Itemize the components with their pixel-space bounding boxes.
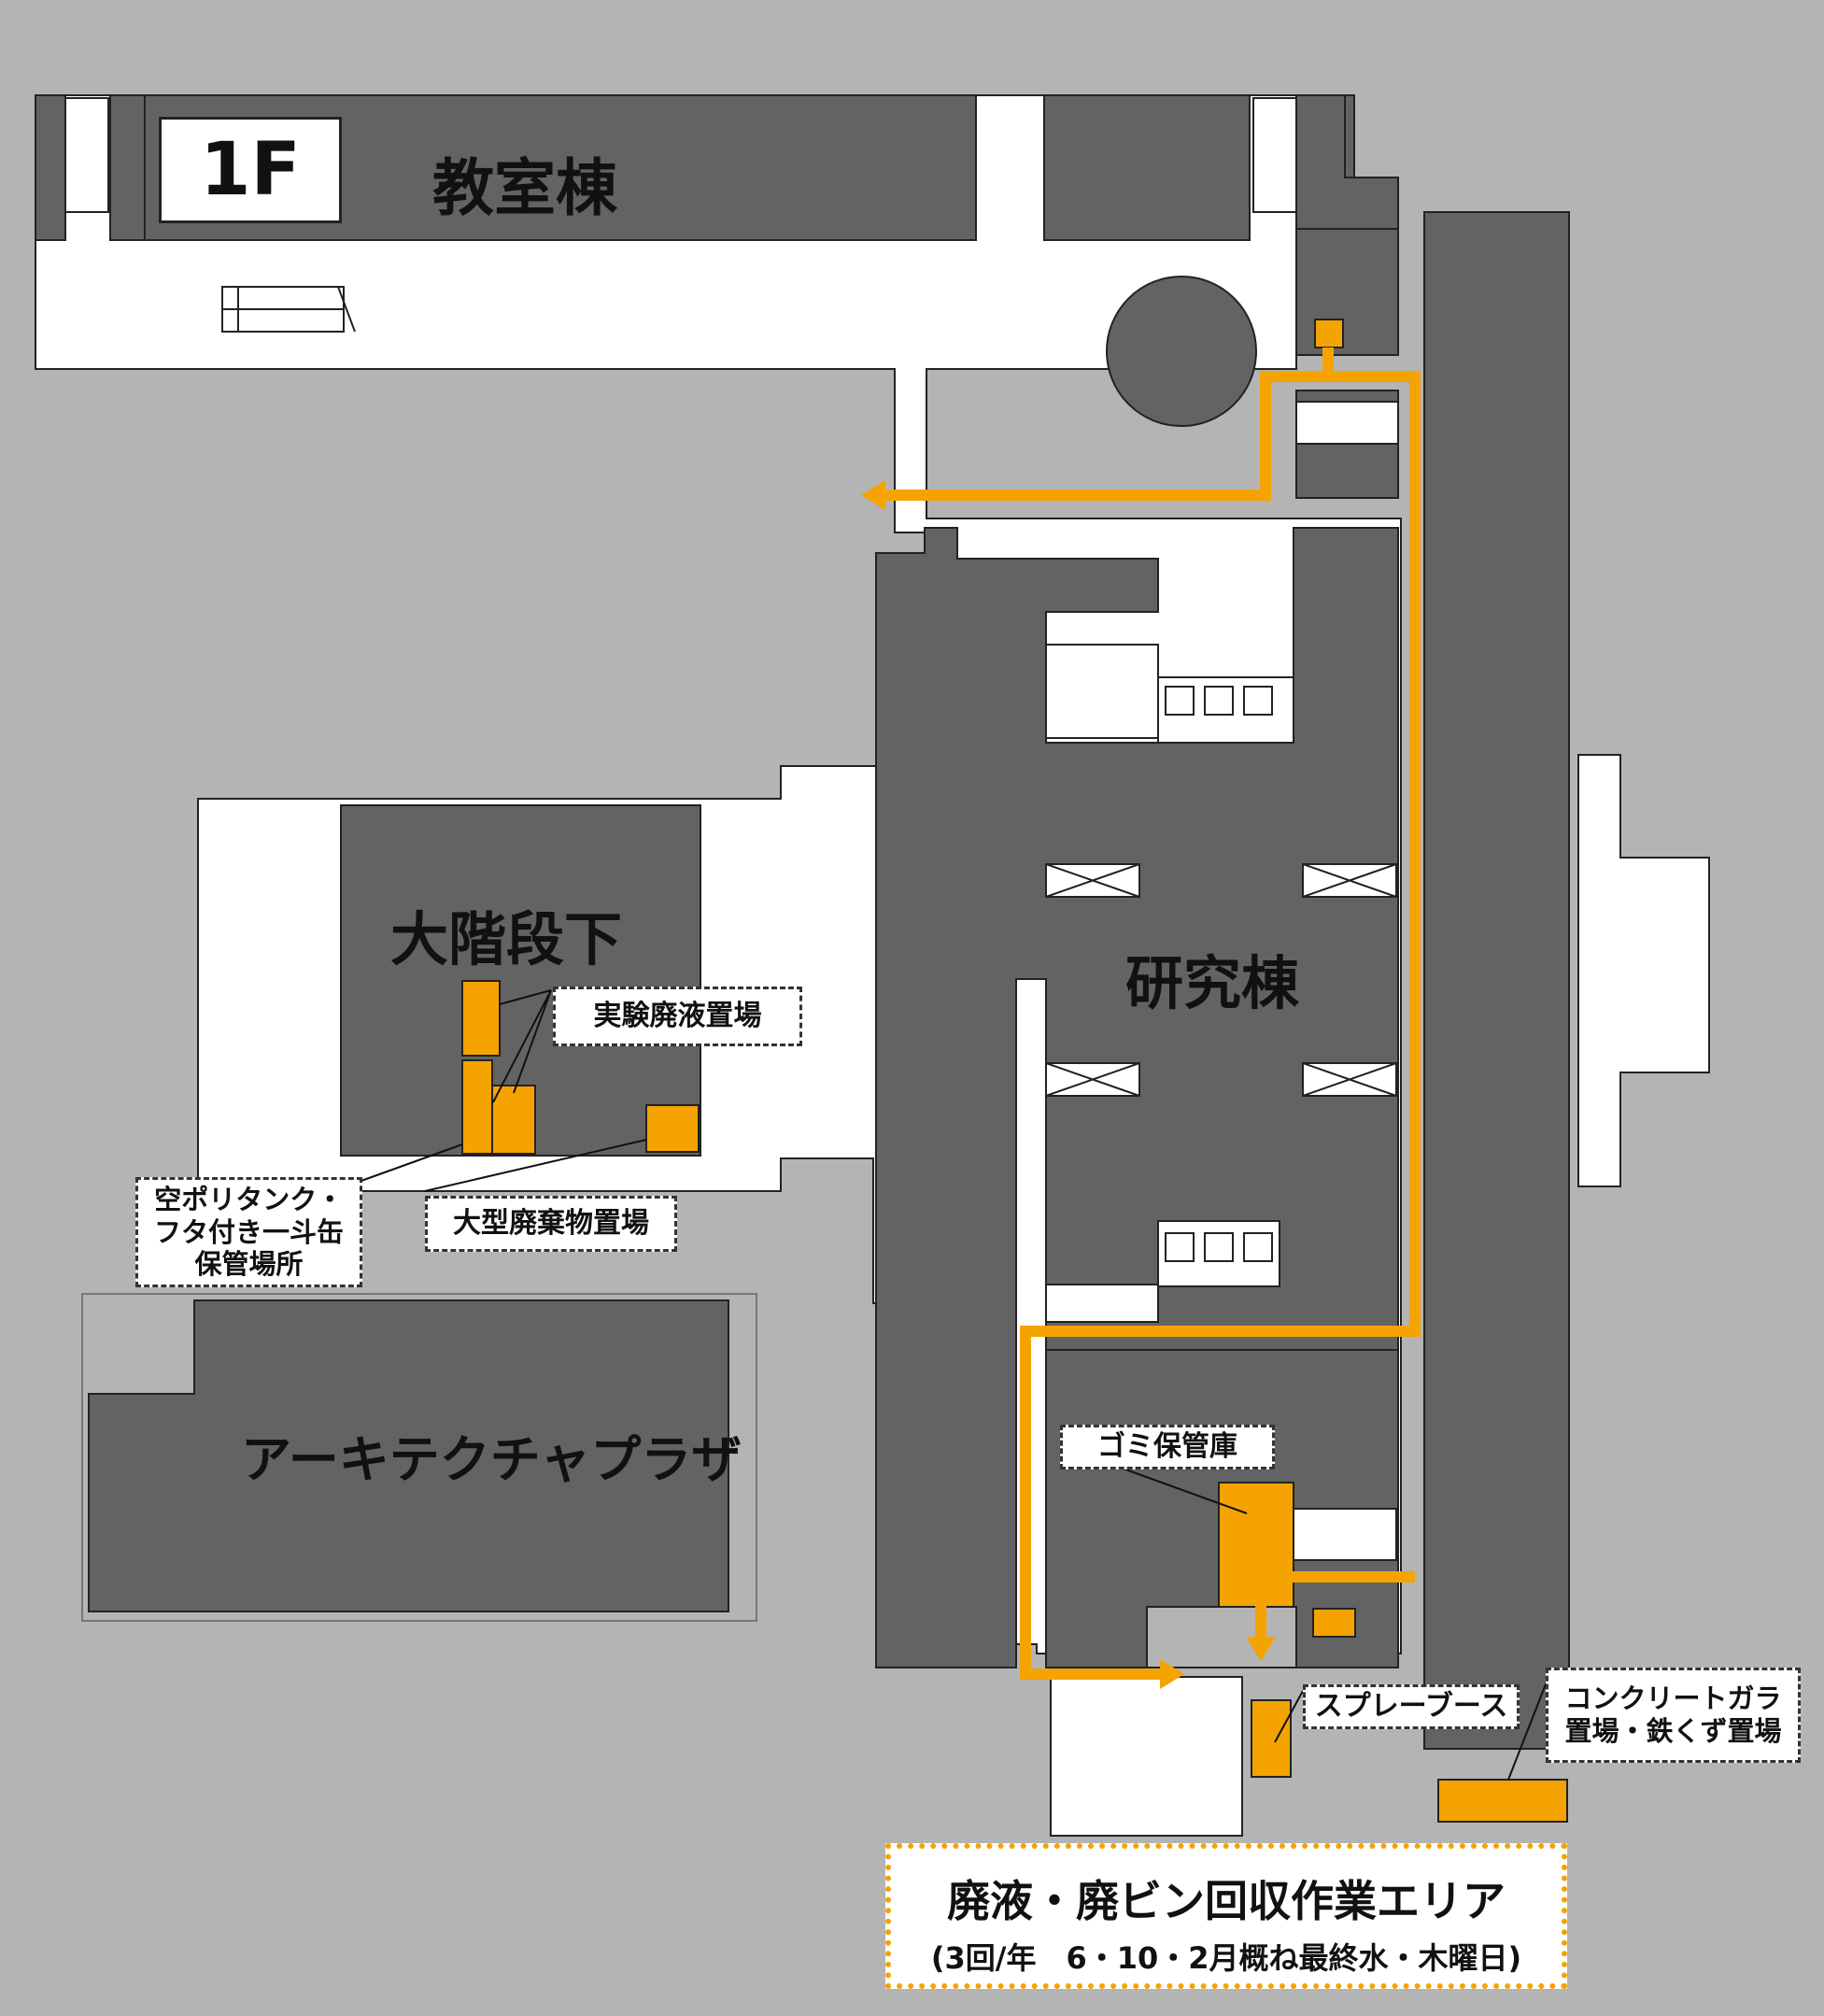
- stairs-under-label: 大階段下: [390, 905, 623, 973]
- classroom-building-label: 教室棟: [432, 152, 617, 224]
- callout-concrete-line2: 置場・鉄くず置場: [1564, 1715, 1782, 1747]
- stair-north: [1295, 401, 1399, 445]
- work-area-box: 廃液・廃ビン回収作業エリア (3回/年 6・10・2月概ね最終水・木曜日): [885, 1843, 1567, 1989]
- callout-empty-tank-line3: 保管場所: [194, 1248, 304, 1281]
- callout-lines: [358, 989, 1551, 1781]
- callout-empty-tank: 空ポリタンク・ フタ付き一斗缶 保管場所: [135, 1177, 362, 1287]
- callout-empty-tank-line2: フタ付き一斗缶: [153, 1215, 344, 1248]
- collection-route: [876, 348, 1421, 1680]
- research-building-label: 研究棟: [1125, 949, 1300, 1017]
- callout-large-waste: 大型廃棄物置場: [425, 1196, 677, 1252]
- plaza-label: アーキテクチャプラザ: [241, 1430, 742, 1489]
- plaza-building: [88, 1299, 729, 1612]
- callout-waste-liquid: 実験廃液置場: [553, 987, 802, 1046]
- research-interior: [1045, 644, 1397, 1668]
- floor-label: 1F: [159, 117, 342, 223]
- east-wing: [1423, 211, 1570, 1750]
- work-area-schedule: (3回/年 6・10・2月概ね最終水・木曜日): [930, 1940, 1522, 1976]
- work-area-title: 廃液・廃ビン回収作業エリア: [947, 1876, 1506, 1926]
- void-crosses: [1045, 863, 1397, 1097]
- callout-empty-tank-line1: 空ポリタンク・: [154, 1183, 344, 1215]
- elevator-boxes: [1165, 686, 1273, 1262]
- callout-concrete: コンクリートガラ 置場・鉄くず置場: [1546, 1668, 1801, 1763]
- callout-concrete-line1: コンクリートガラ: [1564, 1682, 1782, 1715]
- round-hall: [1106, 276, 1257, 427]
- classroom-stairs: [64, 97, 1297, 333]
- route-arrowheads: [861, 480, 1276, 1689]
- callout-spray-booth: スプレーブース: [1303, 1684, 1520, 1729]
- callout-garbage: ゴミ保管庫: [1060, 1425, 1275, 1469]
